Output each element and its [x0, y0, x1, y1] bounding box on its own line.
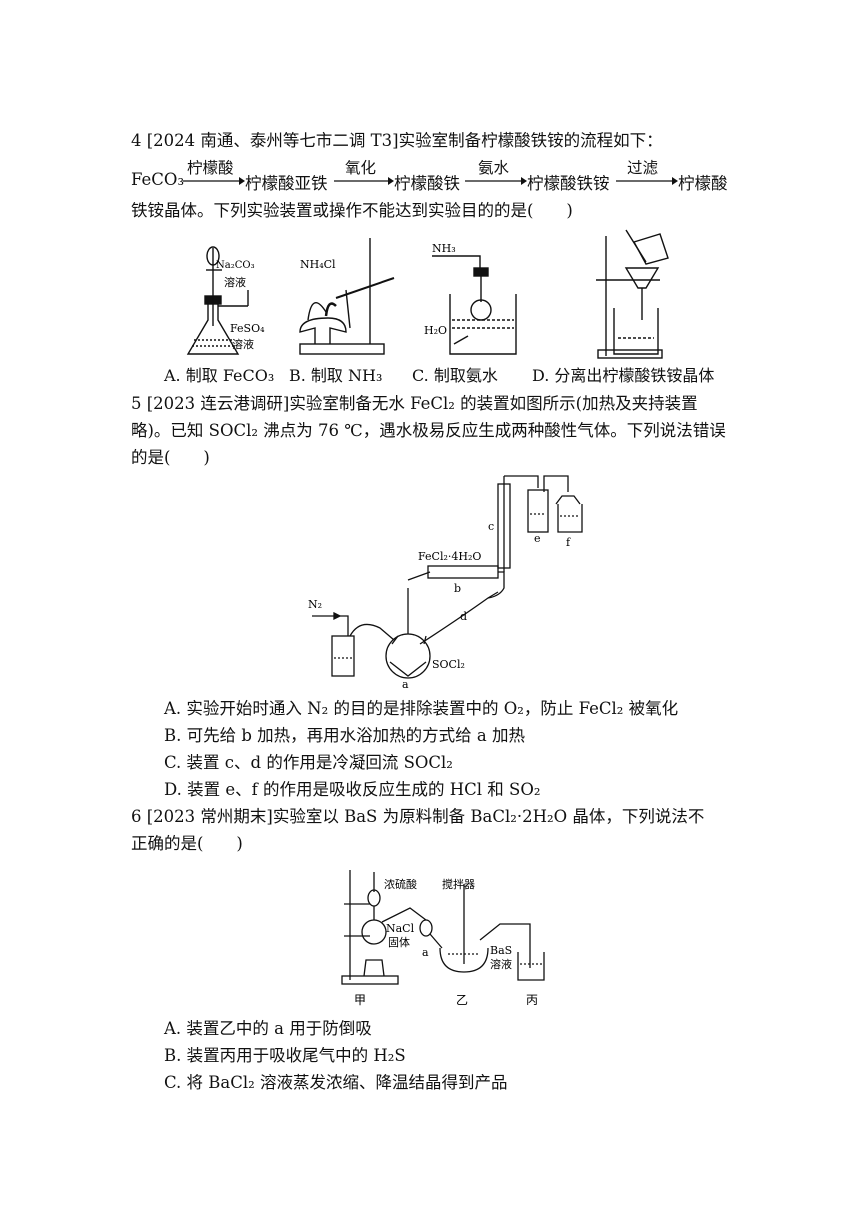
q4-stem-line2: 铁铵晶体。下列实验装置或操作不能达到实验目的的是( ): [131, 201, 573, 220]
q4-apparatus-figures: Na₂CO₃ 溶液 FeSO₄ 溶液 NH₄Cl NH₃ H₂O: [186, 229, 669, 359]
label-na2co3: Na₂CO₃: [216, 260, 255, 271]
q5-stem-line2: 略)。已知 SOCl₂ 沸点为 76 ℃，遇水极易反应生成两种酸性气体。下列说法…: [131, 421, 726, 440]
q4-flow-scheme: FeCO₃ 柠檬酸 柠檬酸亚铁 氧化 柠檬酸铁 氨水 柠檬酸铁铵 过滤 柠檬酸: [131, 156, 771, 196]
q5-option-b: B. 可先给 b 加热，再用水浴加热的方式给 a 加热: [164, 726, 525, 745]
label-h2o: H₂O: [424, 324, 447, 337]
q5-option-d: D. 装置 e、f 的作用是吸收反应生成的 HCl 和 SO₂: [164, 780, 541, 799]
flow-arrow-label-4: 过滤: [627, 159, 659, 177]
q6-option-a: A. 装置乙中的 a 用于防倒吸: [164, 1019, 372, 1038]
label-concentrated-acid: 浓硫酸: [384, 877, 417, 891]
label-stirrer: 搅拌器: [442, 877, 475, 891]
label-feso4: FeSO₄: [230, 322, 265, 335]
q4-option-a: A. 制取 FeCO₃: [164, 366, 275, 385]
figure-b-heating: [299, 238, 395, 355]
q4-option-d: D. 分离出柠檬酸铁铵晶体: [532, 366, 715, 385]
figure-d-filtration: [596, 229, 669, 359]
label-b: b: [454, 582, 461, 595]
q6-stem-line1: 6 [2023 常州期末]实验室以 BaS 为原料制备 BaCl₂·2H₂O 晶…: [131, 807, 705, 826]
label-jia: 甲: [354, 993, 366, 1007]
flow-arrow-2: [334, 177, 394, 185]
q4-stem-line1: 4 [2024 南通、泰州等七市二调 T3]实验室制备柠檬酸铁铵的流程如下：: [131, 131, 663, 150]
label-e: e: [534, 532, 541, 545]
label-guti: 固体: [388, 935, 410, 949]
flow-arrow-4: [616, 177, 678, 185]
flow-arrow-label-2: 氧化: [345, 159, 377, 177]
q4-option-b: B. 制取 NH₃: [289, 366, 383, 385]
q5-option-c: C. 装置 c、d 的作用是冷凝回流 SOCl₂: [164, 753, 453, 772]
label-nh3: NH₃: [432, 242, 456, 255]
flow-product: 柠檬酸: [678, 174, 728, 193]
figure-c-absorption: [432, 255, 517, 355]
label-nh4cl: NH₄Cl: [300, 258, 336, 271]
q6-option-b: B. 装置丙用于吸收尾气中的 H₂S: [164, 1046, 406, 1065]
label-fecl2-4h2o: FeCl₂·4H₂O: [418, 550, 481, 563]
label-bing: 丙: [526, 993, 538, 1007]
flow-fe-citrate: 柠檬酸铁: [394, 174, 460, 193]
figure-a-flask: [186, 246, 249, 355]
label-rongye-q6: 溶液: [490, 957, 512, 971]
label-bas: BaS: [490, 944, 512, 957]
label-f: f: [566, 536, 571, 549]
label-a-q6: a: [422, 946, 429, 959]
q5-stem-line1: 5 [2023 连云港调研]实验室制备无水 FeCl₂ 的装置如图所示(加热及夹…: [131, 394, 698, 413]
label-a: a: [402, 678, 409, 690]
label-c: c: [488, 520, 494, 533]
label-rongye-1: 溶液: [224, 275, 246, 289]
label-nacl: NaCl: [386, 922, 415, 935]
flow-arrow-1: [183, 177, 245, 185]
flow-arrow-label-3: 氨水: [478, 159, 510, 177]
q6-stem-line2: 正确的是( ): [131, 834, 243, 853]
flow-fe-citrate-ii: 柠檬酸亚铁: [245, 174, 328, 193]
q5-stem-line3: 的是( ): [131, 448, 210, 467]
q6-apparatus-figure: 浓硫酸 搅拌器 NaCl 固体 a BaS 溶液 甲 乙 丙: [341, 870, 545, 1007]
flow-arrow-3: [465, 177, 527, 185]
label-yi: 乙: [456, 993, 468, 1007]
label-d: d: [460, 610, 467, 623]
label-rongye-2: 溶液: [232, 337, 254, 351]
flow-fe-ammonium-citrate: 柠檬酸铁铵: [527, 174, 610, 193]
flow-feco3: FeCO₃: [131, 170, 185, 189]
label-n2: N₂: [308, 598, 322, 611]
q5-option-a: A. 实验开始时通入 N₂ 的目的是排除装置中的 O₂，防止 FeCl₂ 被氧化: [164, 699, 679, 718]
label-socl2: SOCl₂: [432, 658, 465, 671]
flow-arrow-label-1: 柠檬酸: [187, 159, 234, 177]
q5-apparatus-figure: N₂ FeCl₂·4H₂O b c d e f a SOCl₂: [308, 475, 583, 690]
q4-option-c: C. 制取氨水: [412, 366, 498, 385]
q6-option-c: C. 将 BaCl₂ 溶液蒸发浓缩、降温结晶得到产品: [164, 1073, 508, 1092]
